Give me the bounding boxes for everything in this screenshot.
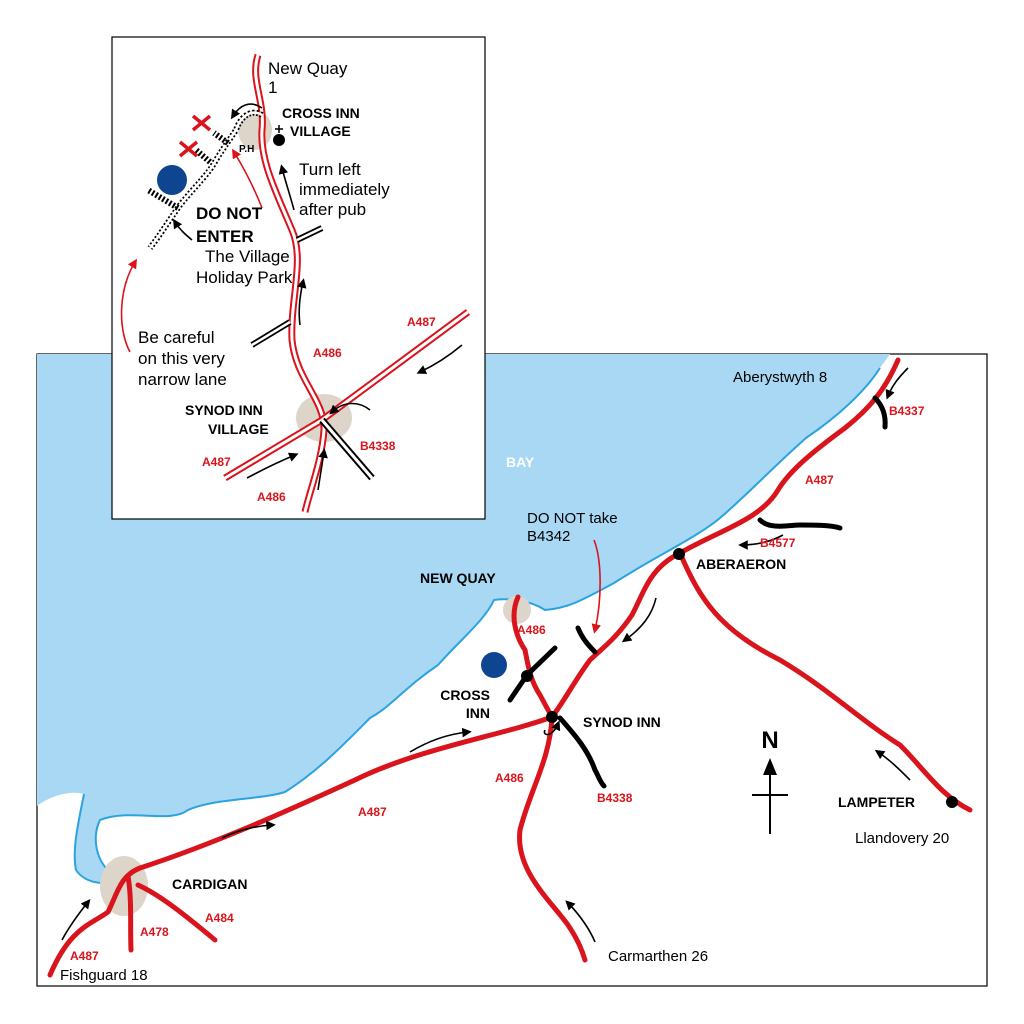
inset-narrow-lane — [146, 109, 264, 250]
aberaeron-junction — [673, 548, 685, 560]
inset-side-roads — [250, 225, 324, 348]
inset-cross-inn-label-2: VILLAGE — [290, 123, 351, 139]
inset-arrow-a486-s — [317, 448, 328, 491]
cross-inn-label-1: CROSS — [440, 687, 490, 703]
arrow-fishguard — [61, 899, 91, 941]
church-cross-icon — [275, 125, 283, 133]
cardigan-label: CARDIGAN — [172, 876, 247, 892]
road-label-b4337: B4337 — [889, 404, 925, 418]
road-label-a484: A484 — [205, 911, 234, 925]
road-label-a487-top: A487 — [805, 473, 834, 487]
inset-new-quay-label-2: 1 — [268, 78, 277, 97]
turn-left-line-2: immediately — [299, 180, 390, 199]
arrow-a487-east-2 — [221, 820, 276, 839]
inset-map: New Quay 1 CROSS INN VILLAGE P.H Turn le… — [111, 36, 486, 520]
inset-arrow-north-2 — [297, 278, 307, 326]
new-quay-label: NEW QUAY — [420, 570, 496, 586]
inset-road-label-a487-sw: A487 — [202, 455, 231, 469]
careful-line-2: on this very — [138, 349, 225, 368]
road-label-a486-south: A486 — [495, 771, 524, 785]
do-not-enter-line-2: ENTER — [196, 227, 254, 246]
road-a478 — [125, 873, 134, 953]
bay-label: BAY — [506, 454, 535, 470]
church-marker — [273, 134, 285, 146]
inset-synod-inn-label-2: VILLAGE — [208, 421, 269, 437]
inset-holiday-park-marker — [157, 165, 187, 195]
road-a484 — [135, 882, 218, 943]
arrow-b4577 — [738, 534, 784, 550]
inset-road-label-a486-s: A486 — [257, 490, 286, 504]
coastline — [73, 367, 881, 884]
arrow-synod-turn — [543, 720, 561, 736]
arrow-a487-east-1 — [409, 727, 472, 753]
road-label-a486-north: A486 — [517, 623, 546, 637]
turn-left-line-3: after pub — [299, 200, 366, 219]
inset-road-label-b4338: B4338 — [360, 439, 396, 453]
aberystwyth-label: Aberystwyth 8 — [733, 369, 827, 386]
inset-arrow-park — [172, 218, 193, 241]
road-label-a478: A478 — [140, 925, 169, 939]
llandovery-label: Llandovery 20 — [855, 830, 949, 847]
fishguard-label: Fishguard 18 — [60, 967, 148, 984]
arrow-lampeter — [874, 749, 911, 781]
road-b4577 — [757, 517, 843, 531]
inset-pub-label: P.H — [239, 144, 254, 155]
inset-synod-inn-label-1: SYNOD INN — [185, 402, 263, 418]
warning-line-1: DO NOT take — [527, 510, 618, 527]
inset-arrow-a487-sw — [246, 452, 299, 479]
road-a486 — [511, 594, 588, 963]
inset-arrow-north-1 — [278, 164, 295, 211]
arrow-b4337 — [885, 367, 909, 400]
holiday-park-marker — [481, 652, 507, 678]
inset-arrow-a487 — [416, 344, 463, 374]
inset-arrow-red-2 — [120, 258, 137, 353]
arrow-aberaeron-south — [621, 597, 657, 643]
no-entry-cross-2 — [178, 140, 199, 158]
inset-arrow-red-1 — [231, 148, 263, 209]
arrow-carmarthen — [565, 900, 596, 943]
warning-line-2: B4342 — [527, 528, 570, 545]
road-a487-lampeter — [677, 550, 973, 813]
inset-road-label-a486-mid: A486 — [313, 346, 342, 360]
carmarthen-label: Carmarthen 26 — [608, 948, 708, 965]
road-b4342 — [575, 625, 598, 655]
road-a487-main — [47, 357, 901, 978]
cross-inn-label-2: INN — [466, 705, 490, 721]
inset-cross-inn-label-1: CROSS INN — [282, 105, 360, 121]
lampeter-junction — [946, 796, 958, 808]
new-quay-area — [503, 596, 531, 624]
north-arrow: N — [752, 727, 788, 834]
synod-inn-junction — [546, 711, 558, 723]
turn-left-line-1: Turn left — [299, 160, 361, 179]
cross-inn-junction — [521, 670, 533, 682]
do-not-enter-line-1: DO NOT — [196, 204, 263, 223]
inset-new-quay-label-1: New Quay — [268, 59, 348, 78]
road-label-b4577: B4577 — [760, 536, 796, 550]
north-label: N — [761, 727, 778, 754]
inset-road-b4338 — [319, 417, 375, 481]
synod-inn-label: SYNOD INN — [583, 714, 661, 730]
road-b4337 — [872, 395, 888, 430]
road-label-a487-west: A487 — [70, 949, 99, 963]
inset-road-label-a487-ne: A487 — [407, 315, 436, 329]
careful-line-3: narrow lane — [138, 370, 227, 389]
road-b4338 — [557, 715, 607, 789]
no-entry-cross-1 — [191, 114, 212, 132]
road-label-b4338: B4338 — [597, 791, 633, 805]
inset-arrow-synod-turn — [329, 402, 371, 415]
inset-arrow-turn — [230, 103, 263, 120]
park-line-1: The Village — [205, 247, 290, 266]
careful-line-1: Be careful — [138, 328, 215, 347]
main-map: N BAY Aberystwyth 8 B4337 A487 B4577 DO … — [36, 353, 988, 987]
park-line-2: Holiday Park — [196, 268, 293, 287]
lampeter-label: LAMPETER — [838, 794, 915, 810]
arrow-warning — [591, 539, 601, 634]
road-label-a487-mid: A487 — [358, 805, 387, 819]
inset-road-a486 — [252, 53, 328, 513]
aberaeron-label: ABERAERON — [696, 556, 786, 572]
